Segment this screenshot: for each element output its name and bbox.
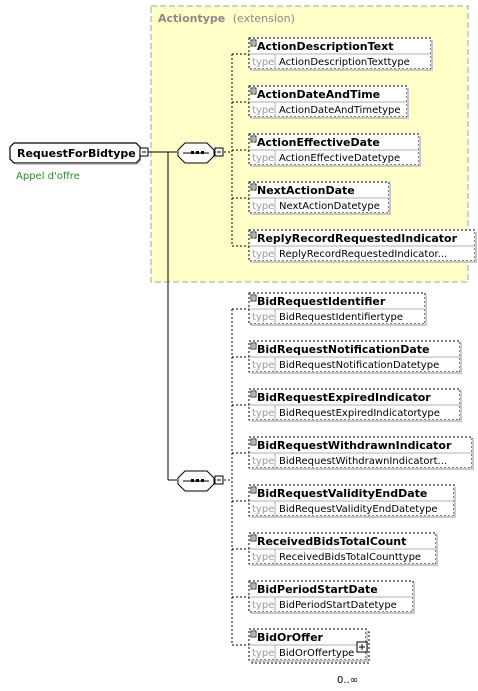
branch-connectors — [224, 53, 249, 646]
root-connectors — [148, 151, 177, 481]
element-type: ReplyRecordRequestedIndicator... — [279, 249, 447, 260]
element-type: BidRequestNotificationDatetype — [279, 360, 439, 371]
element-list-icon — [250, 231, 257, 239]
sequence-1-collapse-toggle[interactable] — [214, 147, 224, 157]
root-collapse-toggle[interactable] — [139, 147, 149, 157]
element-list-icon — [250, 486, 257, 494]
type-keyword: type — [252, 201, 274, 212]
element-type: NextActionDatetype — [279, 201, 380, 212]
type-keyword: type — [252, 648, 274, 659]
element-name: BidPeriodStartDate — [257, 583, 378, 596]
bidoroffer-expand-toggle[interactable] — [356, 641, 368, 653]
element-name: NextActionDate — [257, 184, 355, 197]
type-keyword: type — [252, 105, 274, 116]
element-list-icon — [250, 582, 257, 590]
element-list-icon — [250, 438, 257, 446]
element-type: ActionEffectiveDatetype — [279, 153, 400, 164]
element-name: ActionDescriptionText — [257, 40, 393, 53]
element-list-icon — [250, 39, 257, 47]
element-type: BidRequestWithdrawnIndicatort... — [279, 456, 447, 467]
type-keyword: type — [252, 57, 274, 68]
sequence-2-collapse-toggle[interactable] — [214, 475, 224, 485]
element-list-icon — [250, 87, 257, 95]
element-type: ActionDescriptionTexttype — [279, 57, 410, 68]
element-name: BidRequestExpiredIndicator — [257, 391, 431, 404]
extension-title-suffix: (extension) — [233, 12, 295, 25]
element-type: BidPeriodStartDatetype — [279, 600, 397, 611]
type-keyword: type — [252, 249, 274, 260]
element-name: BidRequestValidityEndDate — [257, 487, 427, 500]
extension-title-name: Actiontype — [158, 12, 225, 25]
type-keyword: type — [252, 600, 274, 611]
element-name: ActionDateAndTime — [257, 88, 380, 101]
type-keyword: type — [252, 153, 274, 164]
extension-title: Actiontype (extension) — [158, 12, 295, 25]
element-type: ActionDateAndTimetype — [279, 105, 401, 116]
root-annotation: Appel d'offre — [16, 171, 80, 182]
type-keyword: type — [252, 456, 274, 467]
type-keyword: type — [252, 312, 274, 323]
type-keyword: type — [252, 360, 274, 371]
element-type: BidOrOffertype — [279, 648, 354, 659]
element-type: BidRequestIdentifiertype — [279, 312, 403, 323]
sequence-compositor-2[interactable] — [177, 470, 215, 492]
element-type: BidRequestExpiredIndicatortype — [279, 408, 440, 419]
root-element-label: RequestForBidtype — [17, 147, 136, 160]
element-type: ReceivedBidsTotalCounttype — [279, 552, 421, 563]
type-keyword: type — [252, 408, 274, 419]
element-list-icon — [250, 534, 257, 542]
element-list-icon — [250, 294, 257, 302]
element-list-icon — [250, 342, 257, 350]
element-name: ReplyRecordRequestedIndicator — [257, 232, 458, 245]
element-name: ActionEffectiveDate — [257, 136, 380, 149]
extension-element-4[interactable]: ReplyRecordRequestedIndicator type ReplyRe… — [248, 229, 477, 263]
element-list-icon — [250, 630, 257, 638]
sequence-element-3[interactable]: BidRequestWithdrawnIndicator type BidReque… — [248, 436, 474, 470]
bidoroffer-occurrence: 0..∞ — [337, 675, 358, 686]
root-element[interactable]: RequestForBidtype — [9, 142, 142, 165]
element-name: BidOrOffer — [257, 631, 324, 644]
element-list-icon — [250, 135, 257, 143]
element-type: BidRequestValidityEndDatetype — [279, 504, 438, 515]
element-list-icon — [250, 390, 257, 398]
element-name: ReceivedBidsTotalCount — [257, 535, 406, 548]
element-list-icon — [250, 183, 257, 191]
element-name: BidRequestNotificationDate — [257, 343, 430, 356]
type-keyword: type — [252, 504, 274, 515]
element-name: BidRequestWithdrawnIndicator — [257, 439, 452, 452]
type-keyword: type — [252, 552, 274, 563]
sequence-compositor-1[interactable] — [177, 142, 215, 164]
element-name: BidRequestIdentifier — [257, 295, 386, 308]
